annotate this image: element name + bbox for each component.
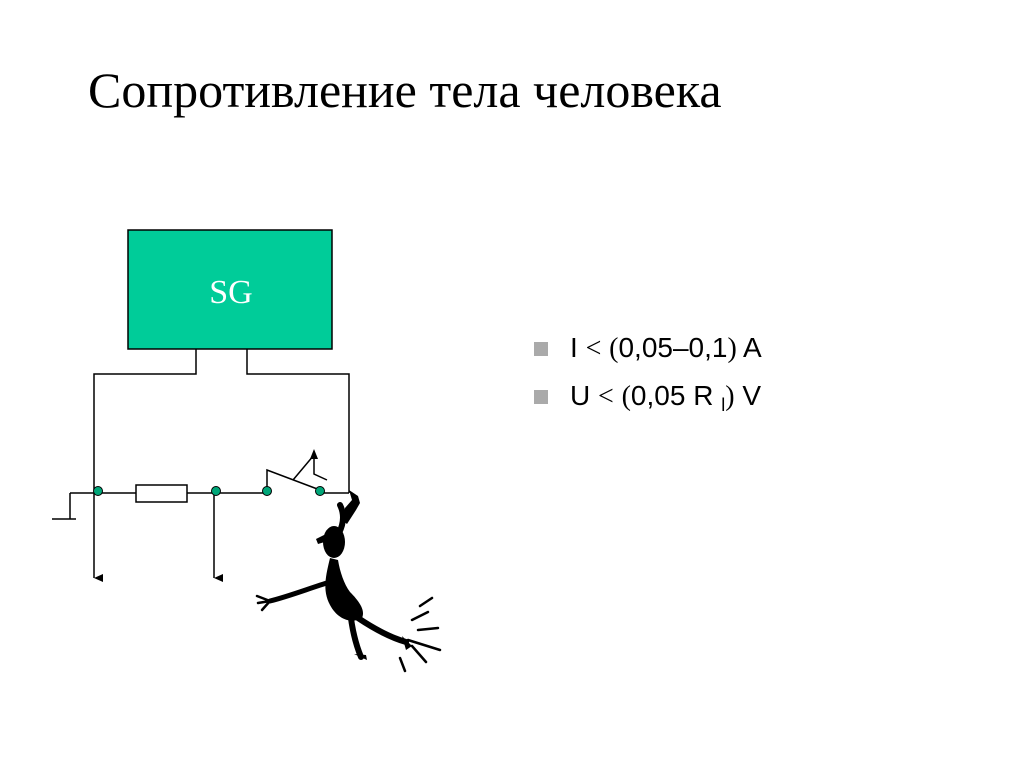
formula-close-paren: ) — [727, 333, 737, 364]
node — [211, 486, 221, 496]
shocked-person-figure — [255, 490, 442, 673]
formula-open-paren: ( — [621, 381, 631, 412]
variable-arrow-hook — [313, 455, 328, 481]
wire-left — [93, 349, 197, 490]
formula-variable: I — [570, 332, 578, 363]
wires — [52, 349, 350, 520]
formula-operator: < — [585, 333, 602, 364]
formula-operator: < — [598, 381, 614, 412]
formula-unit: V — [742, 380, 761, 411]
formula-close-paren: ) — [725, 381, 735, 412]
formula-value: 0,05 R — [630, 380, 714, 411]
nodes — [93, 486, 325, 496]
bullet-square-icon — [534, 342, 548, 356]
generator-box — [127, 229, 333, 350]
formula-open-paren: ( — [609, 333, 619, 364]
variable-arrow-tip — [310, 449, 318, 459]
formula-unit: A — [743, 332, 762, 363]
node — [315, 486, 325, 496]
switch-contact — [266, 468, 321, 491]
node — [262, 486, 272, 496]
formula-current: I < (0,05–0,1) A — [534, 330, 762, 378]
wire-right — [246, 349, 350, 493]
node — [93, 486, 103, 496]
variable-arrow-shaft — [292, 454, 315, 481]
generator-label: SG — [209, 274, 252, 311]
formula-value: 0,05–0,1 — [618, 332, 728, 363]
slide-title: Сопротивление тела человека — [88, 62, 722, 118]
bullet-square-icon — [534, 390, 548, 404]
signal-generator: SG — [127, 229, 333, 350]
formula-list: I < (0,05–0,1) A U < (0,05 R l) V — [534, 330, 762, 426]
formula-voltage: U < (0,05 R l) V — [534, 378, 762, 426]
formula-subscript: l — [721, 395, 726, 415]
resistor — [135, 484, 188, 503]
formula-variable: U — [570, 380, 591, 411]
